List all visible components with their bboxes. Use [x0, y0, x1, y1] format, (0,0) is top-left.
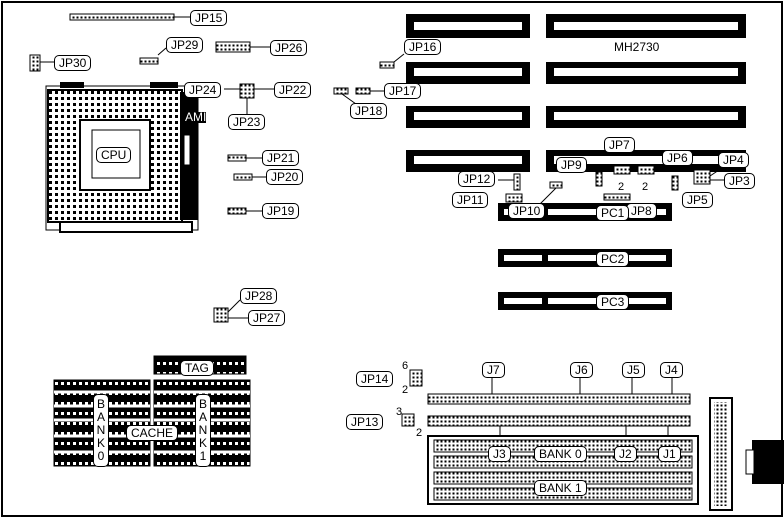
- jp13-pin-top: 3: [396, 406, 403, 418]
- jp5-label: JP5: [682, 192, 713, 208]
- simm-bank1-label: BANK 1: [534, 480, 587, 496]
- bank0-cache-label: BANK0: [93, 394, 109, 467]
- jp11-label: JP11: [452, 192, 489, 208]
- jp13-pin-bottom: 2: [416, 427, 423, 439]
- jp18-block: [333, 87, 349, 95]
- jp5-block: [671, 175, 679, 191]
- jp21-label: JP21: [262, 150, 300, 166]
- bios-label: AMI: [185, 110, 207, 124]
- j7-label: J7: [482, 362, 505, 378]
- tag-label: TAG: [180, 360, 214, 376]
- jp3-label: JP3: [724, 173, 755, 189]
- jp10-block: [549, 181, 563, 189]
- jp8-block: [603, 193, 631, 201]
- jp14-block: [409, 369, 423, 387]
- io-headers-top: [427, 393, 691, 405]
- jp19-label: JP19: [262, 203, 300, 219]
- jp16-label: JP16: [404, 39, 442, 55]
- io-headers-bottom: [427, 415, 691, 427]
- cpu-label: CPU: [96, 147, 132, 163]
- jp22-label: JP22: [274, 82, 312, 98]
- jp18-label: JP18: [350, 103, 388, 119]
- jp20-block: [233, 173, 253, 181]
- jp11-block: [505, 193, 523, 203]
- cache-label: CACHE: [126, 425, 179, 441]
- jp9-label: JP9: [556, 157, 587, 173]
- jp15-header: [69, 13, 175, 21]
- jp7-block: [613, 165, 631, 175]
- j4-label: J4: [660, 362, 683, 378]
- jp12-block: [513, 173, 521, 191]
- cpu-lever: [59, 221, 193, 233]
- jp17-block: [355, 87, 371, 95]
- jp29-block: [139, 57, 159, 65]
- board-model: MH2730: [614, 40, 660, 54]
- jp28-label: JP28: [240, 288, 278, 304]
- jp14-pin-bottom: 2: [402, 384, 409, 396]
- jp14-label: JP14: [356, 371, 394, 387]
- simm-bank0-label: BANK 0: [534, 446, 587, 462]
- jp15-label: JP15: [190, 10, 228, 26]
- jp10-label: JP10: [508, 203, 546, 219]
- pc1-label: PC1: [596, 205, 630, 221]
- jp13-block: [401, 413, 415, 427]
- jp7-label: JP7: [604, 137, 635, 153]
- jp26-label: JP26: [270, 40, 308, 56]
- pci-slots: [498, 203, 672, 310]
- jp16-block: [379, 61, 395, 69]
- jp6-label: JP6: [662, 150, 693, 166]
- jp27-label: JP27: [248, 310, 286, 326]
- jp12-label: JP12: [458, 171, 496, 187]
- pc2-label: PC2: [596, 251, 630, 267]
- jp23-label: JP23: [228, 114, 266, 130]
- jp17-label: JP17: [384, 83, 422, 99]
- jp23-block: [239, 83, 255, 99]
- jp20-label: JP20: [266, 169, 304, 185]
- j5-label: J5: [622, 362, 645, 378]
- jp14-pin-top: 6: [402, 360, 409, 372]
- jp30-label: JP30: [54, 55, 92, 71]
- jp27-block: [213, 307, 229, 323]
- power-connector: [709, 397, 733, 511]
- jp19-block: [227, 207, 247, 215]
- jp13-label: JP13: [346, 414, 384, 430]
- jp6-block: [637, 165, 655, 175]
- jp24-label: JP24: [184, 82, 222, 98]
- jp29-label: JP29: [166, 37, 204, 53]
- jp4-label: JP4: [718, 152, 749, 168]
- jp30-block: [29, 54, 41, 72]
- jp21-block: [227, 154, 247, 162]
- jp4-block: [693, 169, 711, 185]
- keyboard-connector: [752, 440, 784, 484]
- jp7-pin-number: 2: [618, 181, 625, 193]
- bank1-cache-label: BANK1: [195, 394, 211, 467]
- j2-label: J2: [614, 446, 637, 462]
- jp6-pin-number: 2: [642, 181, 649, 193]
- j6-label: J6: [570, 362, 593, 378]
- jp8-label: JP8: [626, 203, 657, 219]
- j1-label: J1: [658, 446, 681, 462]
- jp9-block: [595, 171, 603, 187]
- j3-label: J3: [488, 446, 511, 462]
- jp26-block: [215, 41, 251, 53]
- pc3-label: PC3: [596, 294, 630, 310]
